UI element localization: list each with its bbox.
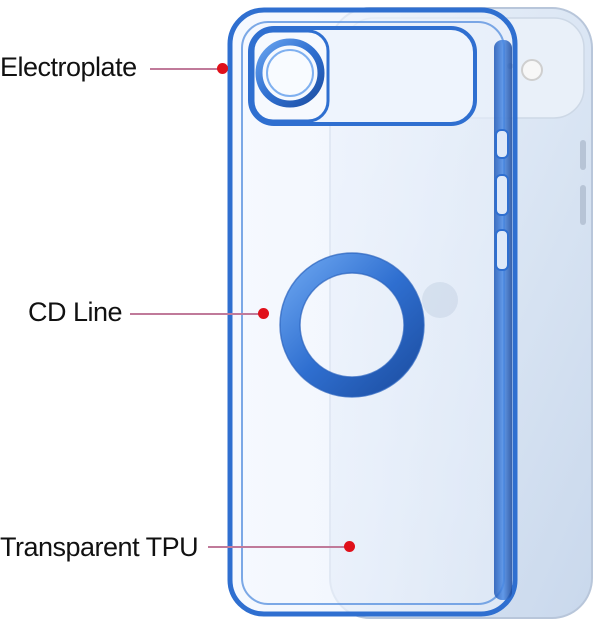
callout-dot-cd-line — [258, 308, 269, 319]
case-frame — [227, 7, 518, 617]
callout-line-transparent-tpu — [208, 546, 346, 548]
callout-label-transparent-tpu: Transparent TPU — [0, 532, 199, 562]
phone-logo-mark — [422, 282, 458, 318]
callout-dot-electroplate — [217, 63, 228, 74]
callout-line-electroplate — [150, 68, 220, 70]
callout-dot-transparent-tpu — [344, 541, 355, 552]
callout-label-electroplate: Electroplate — [0, 52, 137, 82]
callout-line-cd-line — [130, 313, 260, 315]
magnetic-ring — [279, 252, 425, 398]
camera-bump-frame — [248, 26, 477, 126]
callout-label-cd-line: CD Line — [28, 297, 123, 327]
